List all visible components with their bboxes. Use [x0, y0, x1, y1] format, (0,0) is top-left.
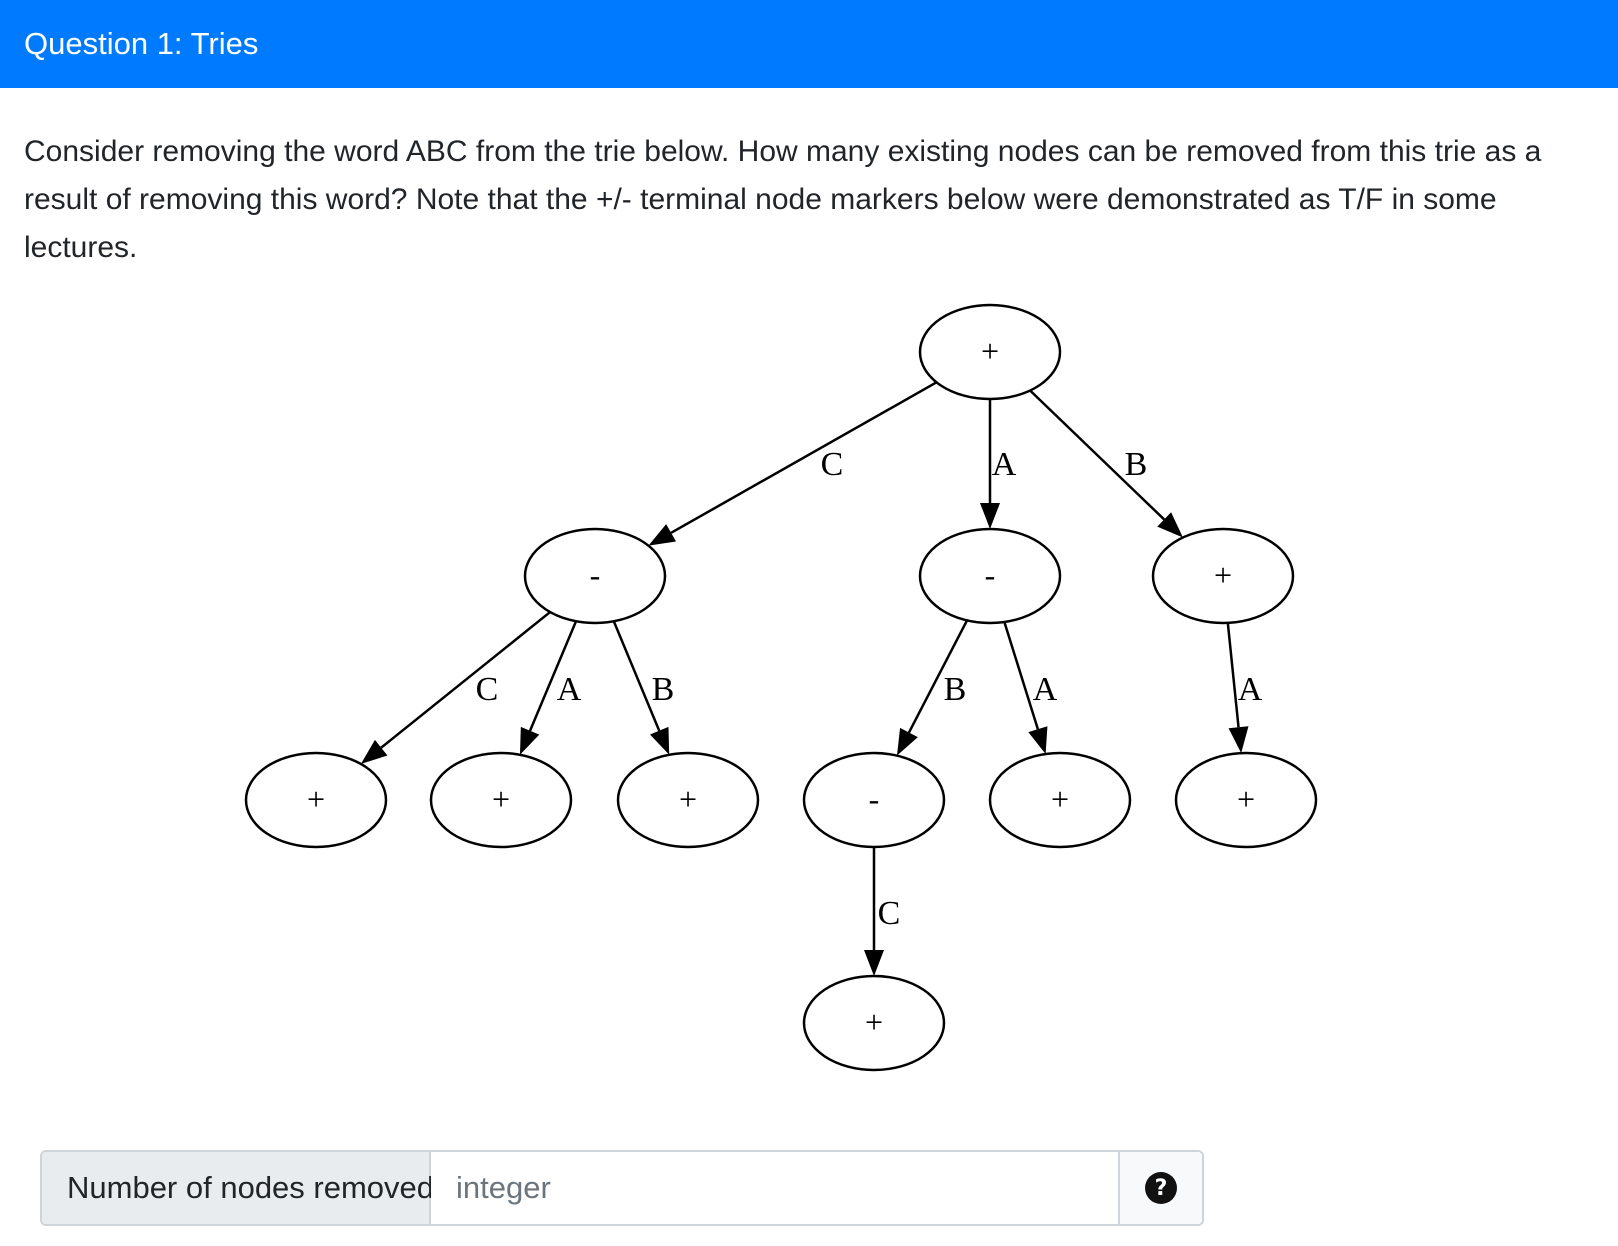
node-label: + [1051, 781, 1069, 817]
node-ellipse [802, 974, 946, 1072]
arrowhead [1028, 726, 1048, 755]
edge-line [1226, 622, 1240, 728]
trie-node-ab: - [802, 751, 946, 849]
trie-node-aa: + [988, 751, 1132, 849]
edge-line [380, 611, 551, 749]
node-label: + [865, 1004, 883, 1040]
question-text: Consider removing the word ABC from the … [24, 135, 1542, 264]
node-ellipse [523, 527, 667, 625]
help-button[interactable]: ? [1118, 1152, 1202, 1224]
trie-edge-a-aa: A [1003, 621, 1058, 755]
node-label: + [1237, 781, 1255, 817]
trie-node-root: + [918, 303, 1062, 401]
trie-node-cc: + [244, 751, 388, 849]
arrowhead [648, 524, 677, 546]
node-ellipse [616, 751, 760, 849]
node-label: + [307, 781, 325, 817]
edge-label: C [476, 671, 499, 708]
arrowhead [896, 727, 918, 756]
arrowhead [649, 726, 670, 755]
trie-edge-root-c: C [648, 381, 938, 546]
node-ellipse [244, 751, 388, 849]
trie-edge-a-ab: B [896, 619, 969, 756]
trie-node-ca: + [429, 751, 573, 849]
edge-label: A [1238, 671, 1263, 708]
edge-label: A [557, 671, 582, 708]
answer-label: Number of nodes removed: [42, 1152, 443, 1224]
arrowhead [864, 950, 884, 976]
node-label: + [1214, 557, 1232, 593]
node-ellipse [1151, 527, 1295, 625]
node-label: - [985, 557, 996, 593]
question-circle-icon: ? [1145, 1172, 1177, 1204]
trie-node-b: + [1151, 527, 1295, 625]
node-ellipse [802, 751, 946, 849]
edge-label: C [821, 446, 844, 483]
arrowhead [519, 726, 540, 755]
trie-node-c: - [523, 527, 667, 625]
edge-label: B [652, 671, 675, 708]
trie-edge-c-cc: C [360, 611, 551, 764]
edge-line [1003, 621, 1040, 730]
answer-input[interactable] [431, 1152, 1118, 1224]
edge-label: C [878, 895, 901, 932]
trie-edge-c-ca: A [519, 620, 582, 755]
node-ellipse [918, 303, 1062, 401]
node-ellipse [429, 751, 573, 849]
edge-label: A [992, 446, 1017, 483]
trie-edge-root-a: A [980, 399, 1017, 529]
trie-node-a: - [918, 527, 1062, 625]
edge-label: A [1033, 671, 1058, 708]
trie-edge-b-ba: A [1226, 622, 1263, 754]
node-label: + [981, 333, 999, 369]
arrowhead [980, 503, 1000, 529]
edge-line [528, 620, 578, 732]
trie-edge-ab-abc: C [864, 847, 900, 976]
arrowhead [1228, 726, 1249, 754]
node-ellipse [988, 751, 1132, 849]
node-label: - [869, 781, 880, 817]
edge-line [670, 381, 938, 534]
edge-line [907, 619, 969, 734]
trie-edge-root-b: B [1029, 389, 1183, 538]
node-ellipse [918, 527, 1062, 625]
answer-input-group: Number of nodes removed: ? [40, 1150, 1204, 1226]
edge-line [1029, 389, 1166, 521]
edge-label: B [944, 671, 967, 708]
trie-diagram: C A B C A B B A A C + - - + + + + - + + + [244, 303, 1318, 1072]
question-title: Question 1: Tries [24, 26, 259, 61]
edge-label: B [1125, 446, 1148, 483]
arrowhead [360, 739, 388, 764]
trie-node-cb: + [616, 751, 760, 849]
trie-node-ba: + [1174, 751, 1318, 849]
answer-label-text: Number of nodes removed: [67, 1170, 443, 1205]
node-label: + [492, 781, 510, 817]
edge-line [612, 620, 661, 732]
trie-edge-c-cb: B [612, 620, 675, 755]
arrowhead [1157, 512, 1183, 538]
node-label: + [679, 781, 697, 817]
node-ellipse [1174, 751, 1318, 849]
node-label: - [590, 557, 601, 593]
question-header: Question 1: Tries [0, 0, 1618, 88]
trie-node-abc: + [802, 974, 946, 1072]
